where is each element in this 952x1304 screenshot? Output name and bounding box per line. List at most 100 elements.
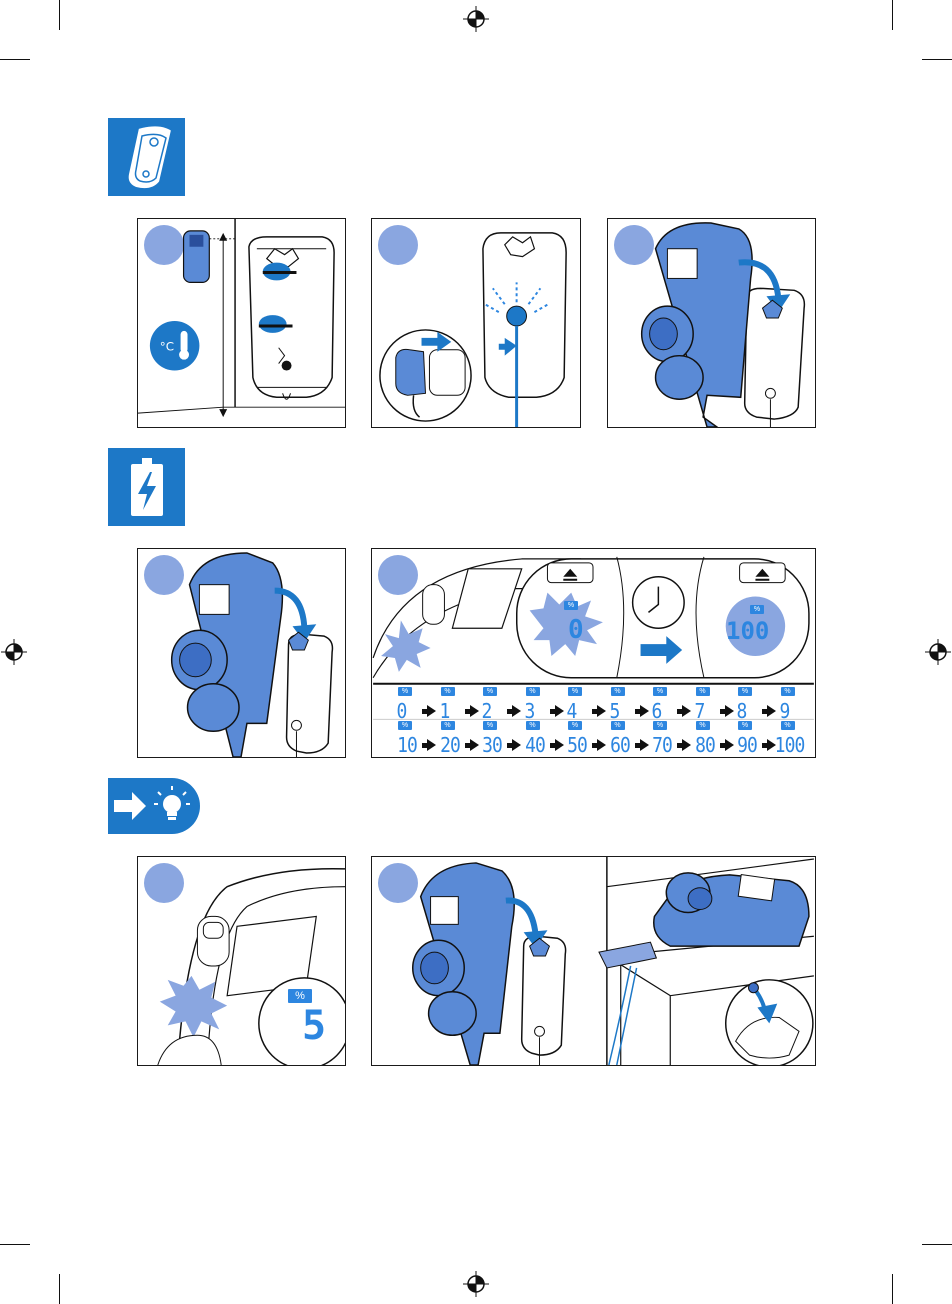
sequence-arrow-icon — [634, 743, 641, 748]
percent-battery-badge: % — [288, 989, 312, 1003]
sequence-arrow-icon — [507, 743, 513, 748]
charge-start-readout: 0 — [568, 615, 584, 645]
step-plug-adapter-panel — [371, 218, 581, 428]
registration-mark-left — [1, 639, 27, 665]
sequence-arrow-head-icon — [427, 705, 436, 717]
sequence-arrow-icon — [507, 709, 513, 714]
step-number-circle — [378, 225, 418, 265]
registration-mark-right — [925, 639, 951, 665]
step-number-circle — [144, 555, 184, 595]
sequence-arrow-icon — [422, 709, 428, 714]
sequence-arrow-icon — [719, 709, 726, 714]
charge-level-value: 2 — [481, 699, 493, 723]
step-attach-device-panel — [607, 218, 816, 428]
percent-battery-badge: % — [653, 721, 667, 730]
charge-level-value: 10 — [397, 733, 418, 757]
percent-battery-badge: % — [780, 721, 795, 730]
percent-battery-badge: % — [738, 721, 752, 730]
percent-battery-badge: % — [653, 687, 667, 696]
percent-battery-badge: % — [564, 601, 578, 610]
charge-level-value: 1 — [439, 699, 450, 723]
sequence-arrow-head-icon — [512, 705, 521, 717]
sequence-arrow-head-icon — [724, 739, 734, 751]
sequence-arrow-icon — [719, 743, 726, 748]
sequence-arrow-head-icon — [469, 705, 479, 717]
charge-level-value: 80 — [694, 733, 716, 757]
step-mount-height-panel: °C — [137, 218, 346, 428]
percent-battery-badge: % — [525, 721, 540, 730]
charge-level-value: 8 — [736, 699, 748, 723]
sequence-arrow-icon — [677, 709, 683, 714]
sequence-arrow-head-icon — [597, 739, 606, 751]
charge-level-value: 70 — [652, 733, 673, 757]
percent-battery-badge: % — [610, 687, 625, 696]
step-charge-display-panel: % 0 % 100 %0%1%2%3%4%5%6%7%8%9 %10%20%30… — [371, 548, 816, 758]
sequence-arrow-icon — [549, 709, 556, 714]
charge-level-value: 9 — [779, 699, 790, 723]
sequence-arrow-head-icon — [724, 705, 734, 717]
sequence-arrow-icon — [422, 743, 428, 748]
step-store-charge-panel — [371, 856, 816, 1066]
charge-full-readout: 100 — [726, 617, 770, 645]
sequence-arrow-head-icon — [597, 705, 606, 717]
percent-battery-badge: % — [780, 687, 795, 696]
tip-section-icon — [108, 778, 200, 834]
sequence-arrow-icon — [634, 709, 641, 714]
sequence-arrow-head-icon — [512, 739, 521, 751]
charge-level-value: 100 — [774, 733, 805, 757]
percent-battery-badge: % — [695, 721, 710, 730]
charge-level-value: 90 — [737, 733, 758, 757]
percent-battery-badge: % — [610, 721, 625, 730]
sequence-arrow-icon — [762, 709, 768, 714]
charge-level-value: 30 — [482, 733, 503, 757]
step-number-circle — [378, 555, 418, 595]
percent-battery-badge: % — [695, 687, 710, 696]
percent-battery-badge: % — [440, 721, 455, 730]
percent-battery-badge: % — [440, 687, 455, 696]
sequence-arrow-head-icon — [554, 739, 564, 751]
percent-battery-badge: % — [568, 687, 582, 696]
percent-battery-badge: % — [398, 721, 412, 730]
sequence-arrow-icon — [592, 709, 598, 714]
charge-level-value: 50 — [567, 733, 588, 757]
percent-battery-badge: % — [525, 687, 540, 696]
charge-level-value: 3 — [524, 699, 535, 723]
percent-battery-badge: % — [568, 721, 582, 730]
percent-battery-badge: % — [750, 605, 764, 614]
sequence-arrow-icon — [762, 743, 768, 748]
step-number-circle — [144, 225, 184, 265]
step-number-circle — [614, 225, 654, 265]
sequence-arrow-head-icon — [682, 739, 691, 751]
low-battery-readout: 5 — [302, 1003, 327, 1049]
sequence-arrow-icon — [549, 743, 556, 748]
percent-battery-badge: % — [398, 687, 412, 696]
sequence-arrow-head-icon — [682, 705, 691, 717]
sequence-arrow-head-icon — [469, 739, 479, 751]
charge-level-value: 4 — [566, 699, 578, 723]
charge-level-value: 60 — [609, 733, 631, 757]
sequence-arrow-icon — [464, 743, 471, 748]
sequence-arrow-icon — [677, 743, 683, 748]
registration-mark-top — [463, 6, 489, 32]
sequence-arrow-icon — [464, 709, 471, 714]
percent-battery-badge: % — [483, 687, 497, 696]
sequence-arrow-head-icon — [639, 739, 649, 751]
sequence-arrow-head-icon — [554, 705, 564, 717]
step-number-circle — [378, 863, 418, 903]
step-low-battery-panel: % 5 — [137, 856, 346, 1066]
percent-battery-badge: % — [738, 687, 752, 696]
registration-mark-bottom — [463, 1271, 489, 1297]
sequence-arrow-head-icon — [639, 705, 649, 717]
wall-bracket-section-icon — [108, 118, 185, 196]
sequence-arrow-icon — [592, 743, 598, 748]
battery-charge-section-icon — [108, 448, 185, 526]
step-number-circle — [144, 863, 184, 903]
percent-battery-badge: % — [483, 721, 497, 730]
sequence-arrow-head-icon — [427, 739, 436, 751]
charge-level-value: 40 — [524, 733, 546, 757]
step-dock-charging-panel — [137, 548, 346, 758]
temperature-unit-text: °C — [160, 340, 174, 354]
charge-level-value: 20 — [439, 733, 461, 757]
charge-level-value: 5 — [609, 699, 620, 723]
charge-level-value: 0 — [396, 699, 408, 723]
